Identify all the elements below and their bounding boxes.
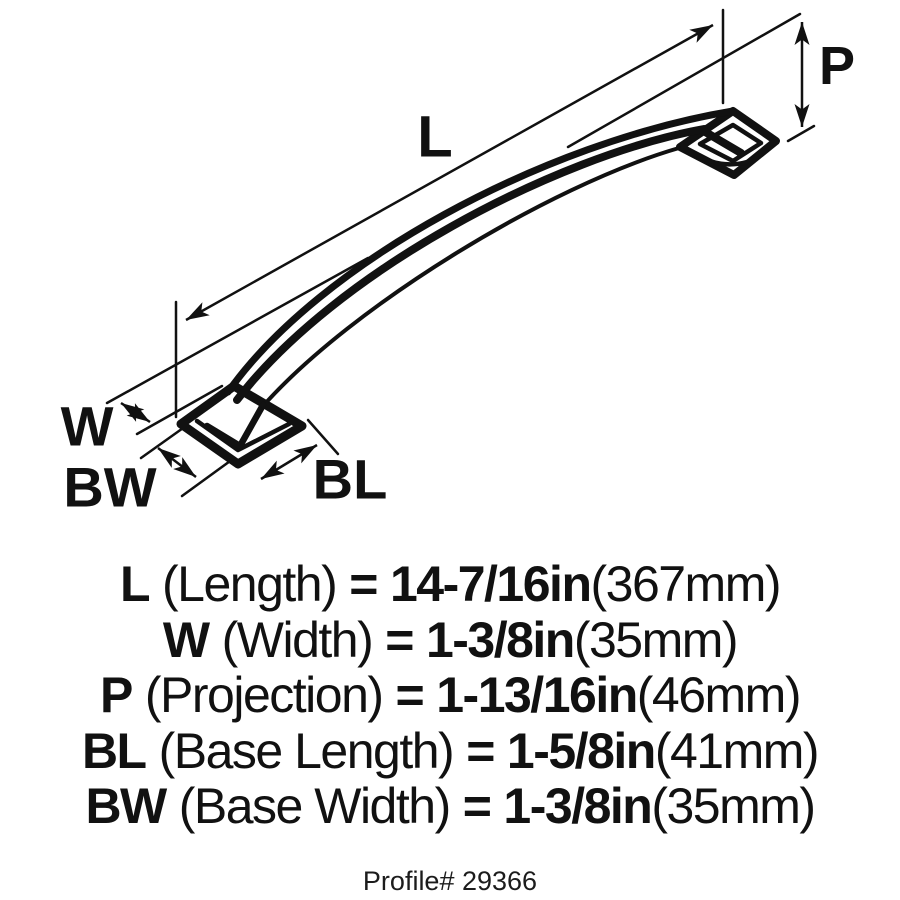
upper-base-stem-face bbox=[698, 126, 745, 157]
spec-symbol: L bbox=[119, 556, 151, 612]
spec-name: (Width) bbox=[221, 611, 374, 668]
spec-name: (Length) bbox=[162, 556, 338, 612]
spec-name: (Base Width) bbox=[178, 778, 451, 834]
length-dimension-arrow bbox=[185, 23, 714, 322]
spec-metric: (35mm) bbox=[651, 778, 816, 834]
spec-metric: (46mm) bbox=[636, 667, 802, 723]
equals-sign: = bbox=[385, 611, 414, 668]
spec-symbol: W bbox=[162, 611, 210, 668]
lower-base bbox=[176, 381, 307, 469]
lower-base-stem-face bbox=[203, 401, 267, 450]
projection-tick-line bbox=[786, 124, 816, 143]
spec-metric: (367mm) bbox=[590, 556, 781, 612]
handle-bottom-edge bbox=[261, 146, 681, 408]
width-dimension-arrow bbox=[120, 401, 151, 424]
pull-handle-diagram: L P W BW BL bbox=[61, 8, 855, 519]
spec-symbol: BW bbox=[85, 778, 167, 834]
spec-row-length: L(Length)=14-7/16in(367mm) bbox=[0, 556, 900, 613]
callout-projection: P bbox=[819, 36, 855, 96]
spec-row-width: W(Width)=1-3/8in(35mm) bbox=[0, 611, 900, 669]
spec-metric: (35mm) bbox=[573, 611, 739, 668]
spec-name: (Base Length) bbox=[158, 722, 455, 779]
callout-length: L bbox=[417, 105, 452, 170]
spec-imperial: 1-3/8in bbox=[503, 778, 652, 834]
width-extension-line bbox=[135, 384, 224, 436]
spec-row-projection: P(Projection)=1-13/16in(46mm) bbox=[0, 667, 900, 724]
spec-symbol: BL bbox=[81, 722, 147, 779]
equals-sign: = bbox=[466, 722, 495, 779]
spec-imperial: 1-5/8in bbox=[506, 722, 656, 779]
equals-sign: = bbox=[349, 556, 378, 612]
spec-imperial: 1-13/16in bbox=[436, 667, 638, 723]
surface-reference-line-upper bbox=[566, 12, 802, 149]
equals-sign: = bbox=[462, 778, 492, 834]
spec-imperial: 14-7/16in bbox=[389, 556, 592, 612]
callout-width: W bbox=[61, 395, 114, 458]
base-length-dimension-arrow bbox=[260, 443, 318, 481]
callout-base-width: BW bbox=[63, 456, 156, 519]
spec-row-base-width: BW(Base Width)=1-3/8in(35mm) bbox=[0, 778, 900, 835]
spec-symbol: P bbox=[100, 667, 133, 723]
base-width-dimension-arrow bbox=[157, 447, 197, 478]
callout-base-length: BL bbox=[313, 448, 388, 511]
spec-name: (Projection) bbox=[144, 667, 384, 723]
dimension-spec-list: L(Length)=14-7/16in(367mm) W(Width)=1-3/… bbox=[0, 556, 900, 835]
spec-imperial: 1-3/8in bbox=[425, 611, 575, 668]
upper-base-underside-edge bbox=[687, 148, 750, 167]
handle-front-crease bbox=[233, 125, 708, 404]
base-length-extension-line bbox=[306, 418, 340, 456]
equals-sign: = bbox=[395, 667, 425, 723]
spec-row-base-length: BL(Base Length)=1-5/8in(41mm) bbox=[0, 722, 900, 780]
profile-number: Profile# 29366 bbox=[362, 866, 538, 896]
spec-metric: (41mm) bbox=[654, 722, 820, 779]
handle-top-edge bbox=[224, 107, 737, 396]
